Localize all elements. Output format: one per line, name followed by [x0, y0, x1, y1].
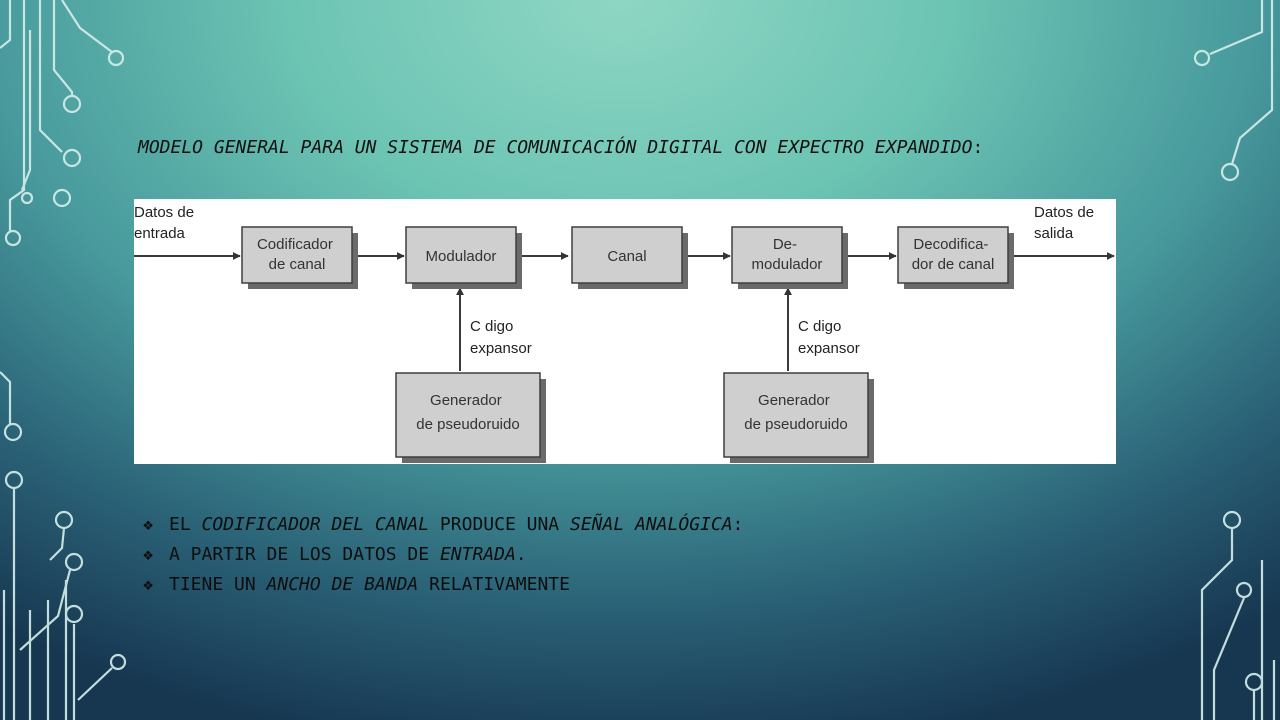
bullet-item: ❖ A partir de los datos de entrada. [143, 540, 743, 570]
code-label-2: C digo expansor [798, 318, 860, 357]
bullet-list: ❖ El codificador del canal produce una s… [143, 510, 743, 600]
slide-title: Modelo general para un sistema de comuni… [138, 137, 984, 158]
block-demodulador: De- modulador [731, 226, 848, 289]
block-decodificador: Decodifica- dor de canal [897, 226, 1014, 289]
block-diagram-svg: Datos de entrada Datos de salida Codifi [134, 204, 1115, 463]
block-decodificador-label: Decodifica- dor de canal [912, 236, 995, 273]
bullet-item: ❖ El codificador del canal produce una s… [143, 510, 743, 540]
block-canal: Canal [571, 226, 688, 289]
block-canal-label: Canal [607, 248, 646, 265]
code-label-1: C digo expansor [470, 318, 532, 357]
diamond-bullet-icon: ❖ [143, 515, 154, 535]
block-diagram: Datos de entrada Datos de salida Codifi [134, 199, 1116, 464]
block-generador-2: Generador de pseudoruido [723, 372, 874, 463]
bullet-item: ❖ Tiene un ancho de banda relativamente [143, 570, 743, 600]
diamond-bullet-icon: ❖ [143, 575, 154, 595]
block-modulador: Modulador [405, 226, 522, 289]
block-modulador-label: Modulador [426, 248, 497, 265]
block-demodulador-label: De- modulador [752, 236, 823, 273]
diamond-bullet-icon: ❖ [143, 545, 154, 565]
block-codificador: Codificador de canal [241, 226, 358, 289]
output-label: Datos de salida [1034, 204, 1098, 242]
block-codificador-label: Codificador de canal [257, 236, 337, 273]
block-generador-1: Generador de pseudoruido [395, 372, 546, 463]
block-generador-1-label: Generador de pseudoruido [416, 392, 519, 433]
input-label: Datos de entrada [134, 204, 198, 242]
block-generador-2-label: Generador de pseudoruido [744, 392, 847, 433]
